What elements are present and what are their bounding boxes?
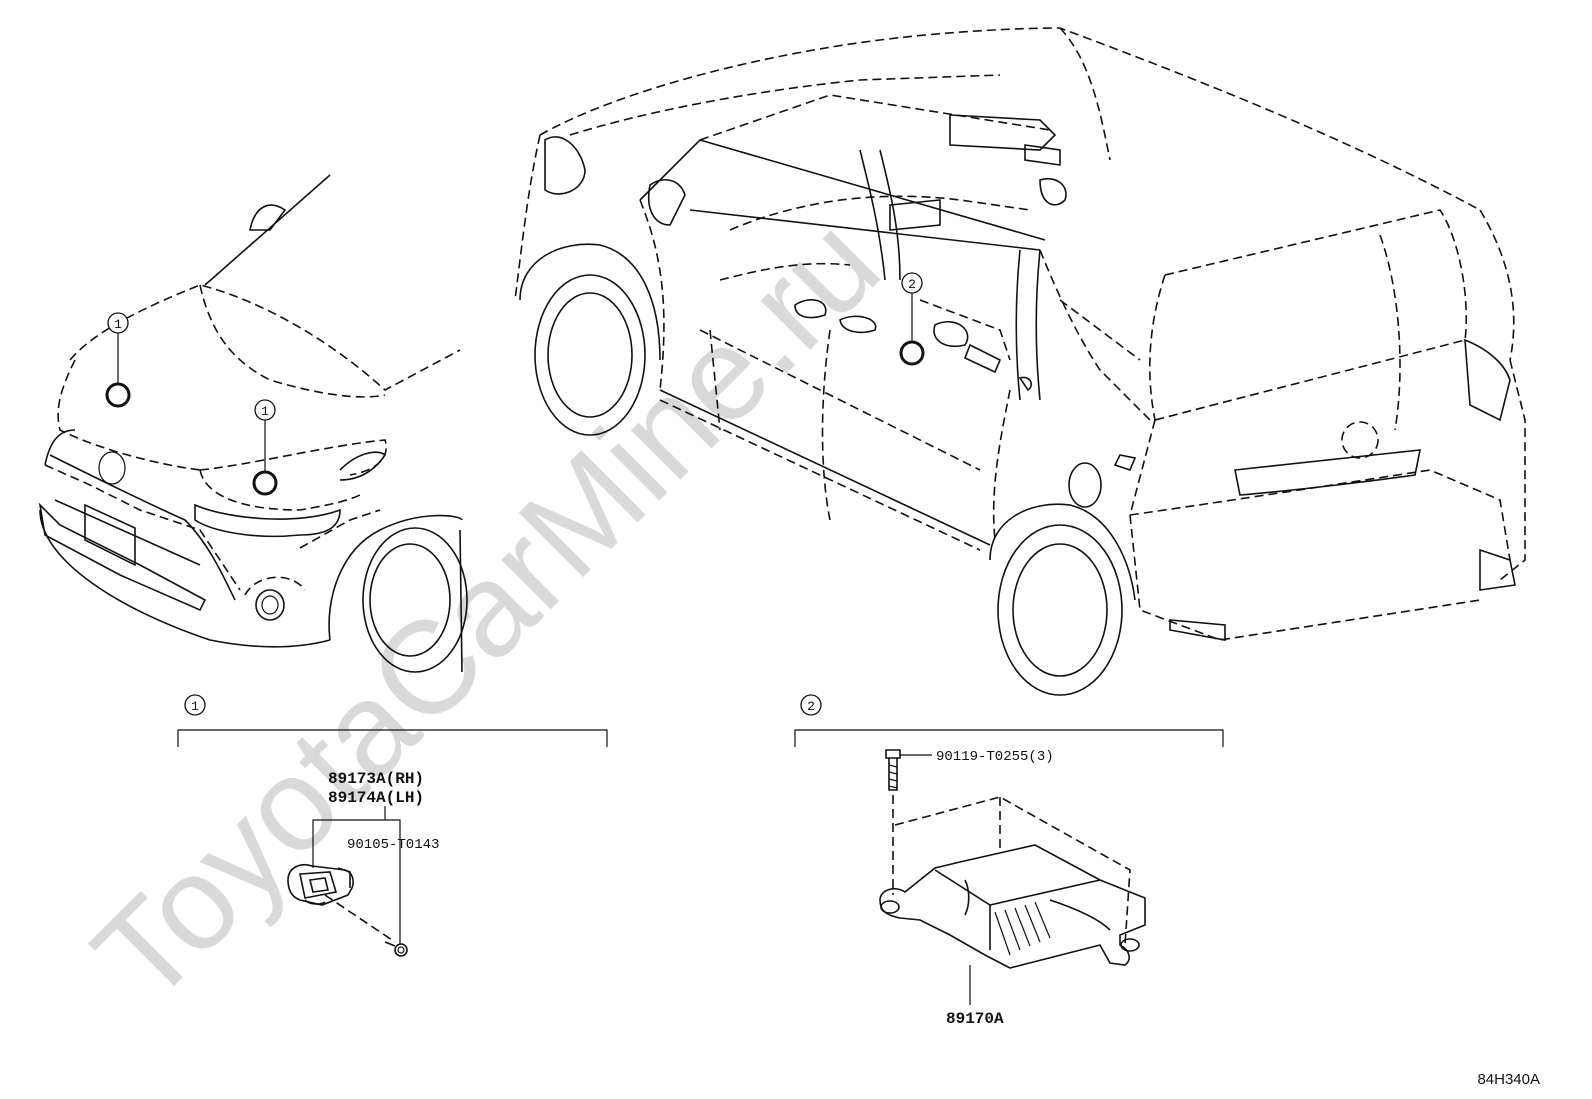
front-airbag-sensor-part <box>287 864 354 906</box>
bolt-90105-label: 90105-T0143 <box>347 837 439 853</box>
bolt-90119-label: 90119-T0255(3) <box>936 749 1054 765</box>
vehicle-body-drawing: 2 <box>514 27 1526 696</box>
bolt-90105-part <box>384 941 408 957</box>
diagram-id: 84H340A <box>1477 1071 1540 1088</box>
callout-marker-1a <box>107 312 129 334</box>
group-1-detail: 1 89173A(RH) 89174A(LH) 90105-T0143 <box>177 694 608 957</box>
group-1-marker-label: 1 <box>191 699 199 714</box>
group-1-bracket <box>177 729 608 747</box>
group-1-marker <box>184 694 206 716</box>
callout-label-1a: 1 <box>114 317 122 332</box>
front-view-drawing: 1 1 <box>38 174 468 673</box>
callout-label-1b: 1 <box>261 404 269 419</box>
callout-marker-1b <box>254 399 276 421</box>
group-2-detail: 2 90119-T0255(3) 89170A <box>794 694 1224 1028</box>
airbag-ecu-part <box>879 796 1146 969</box>
callout-label-2: 2 <box>908 277 916 292</box>
ecu-89170a-label: 89170A <box>946 1010 1004 1028</box>
watermark: ToyotaCarMine.ru <box>66 189 907 1030</box>
group-2-bracket <box>794 729 1224 747</box>
part-89174a-label: 89174A(LH) <box>328 789 424 807</box>
bolt-90119-part <box>885 749 901 791</box>
group-2-marker-label: 2 <box>807 699 815 714</box>
group-2-marker <box>800 694 822 716</box>
part-89173a-label: 89173A(RH) <box>328 770 424 788</box>
callout-marker-2 <box>901 272 923 294</box>
